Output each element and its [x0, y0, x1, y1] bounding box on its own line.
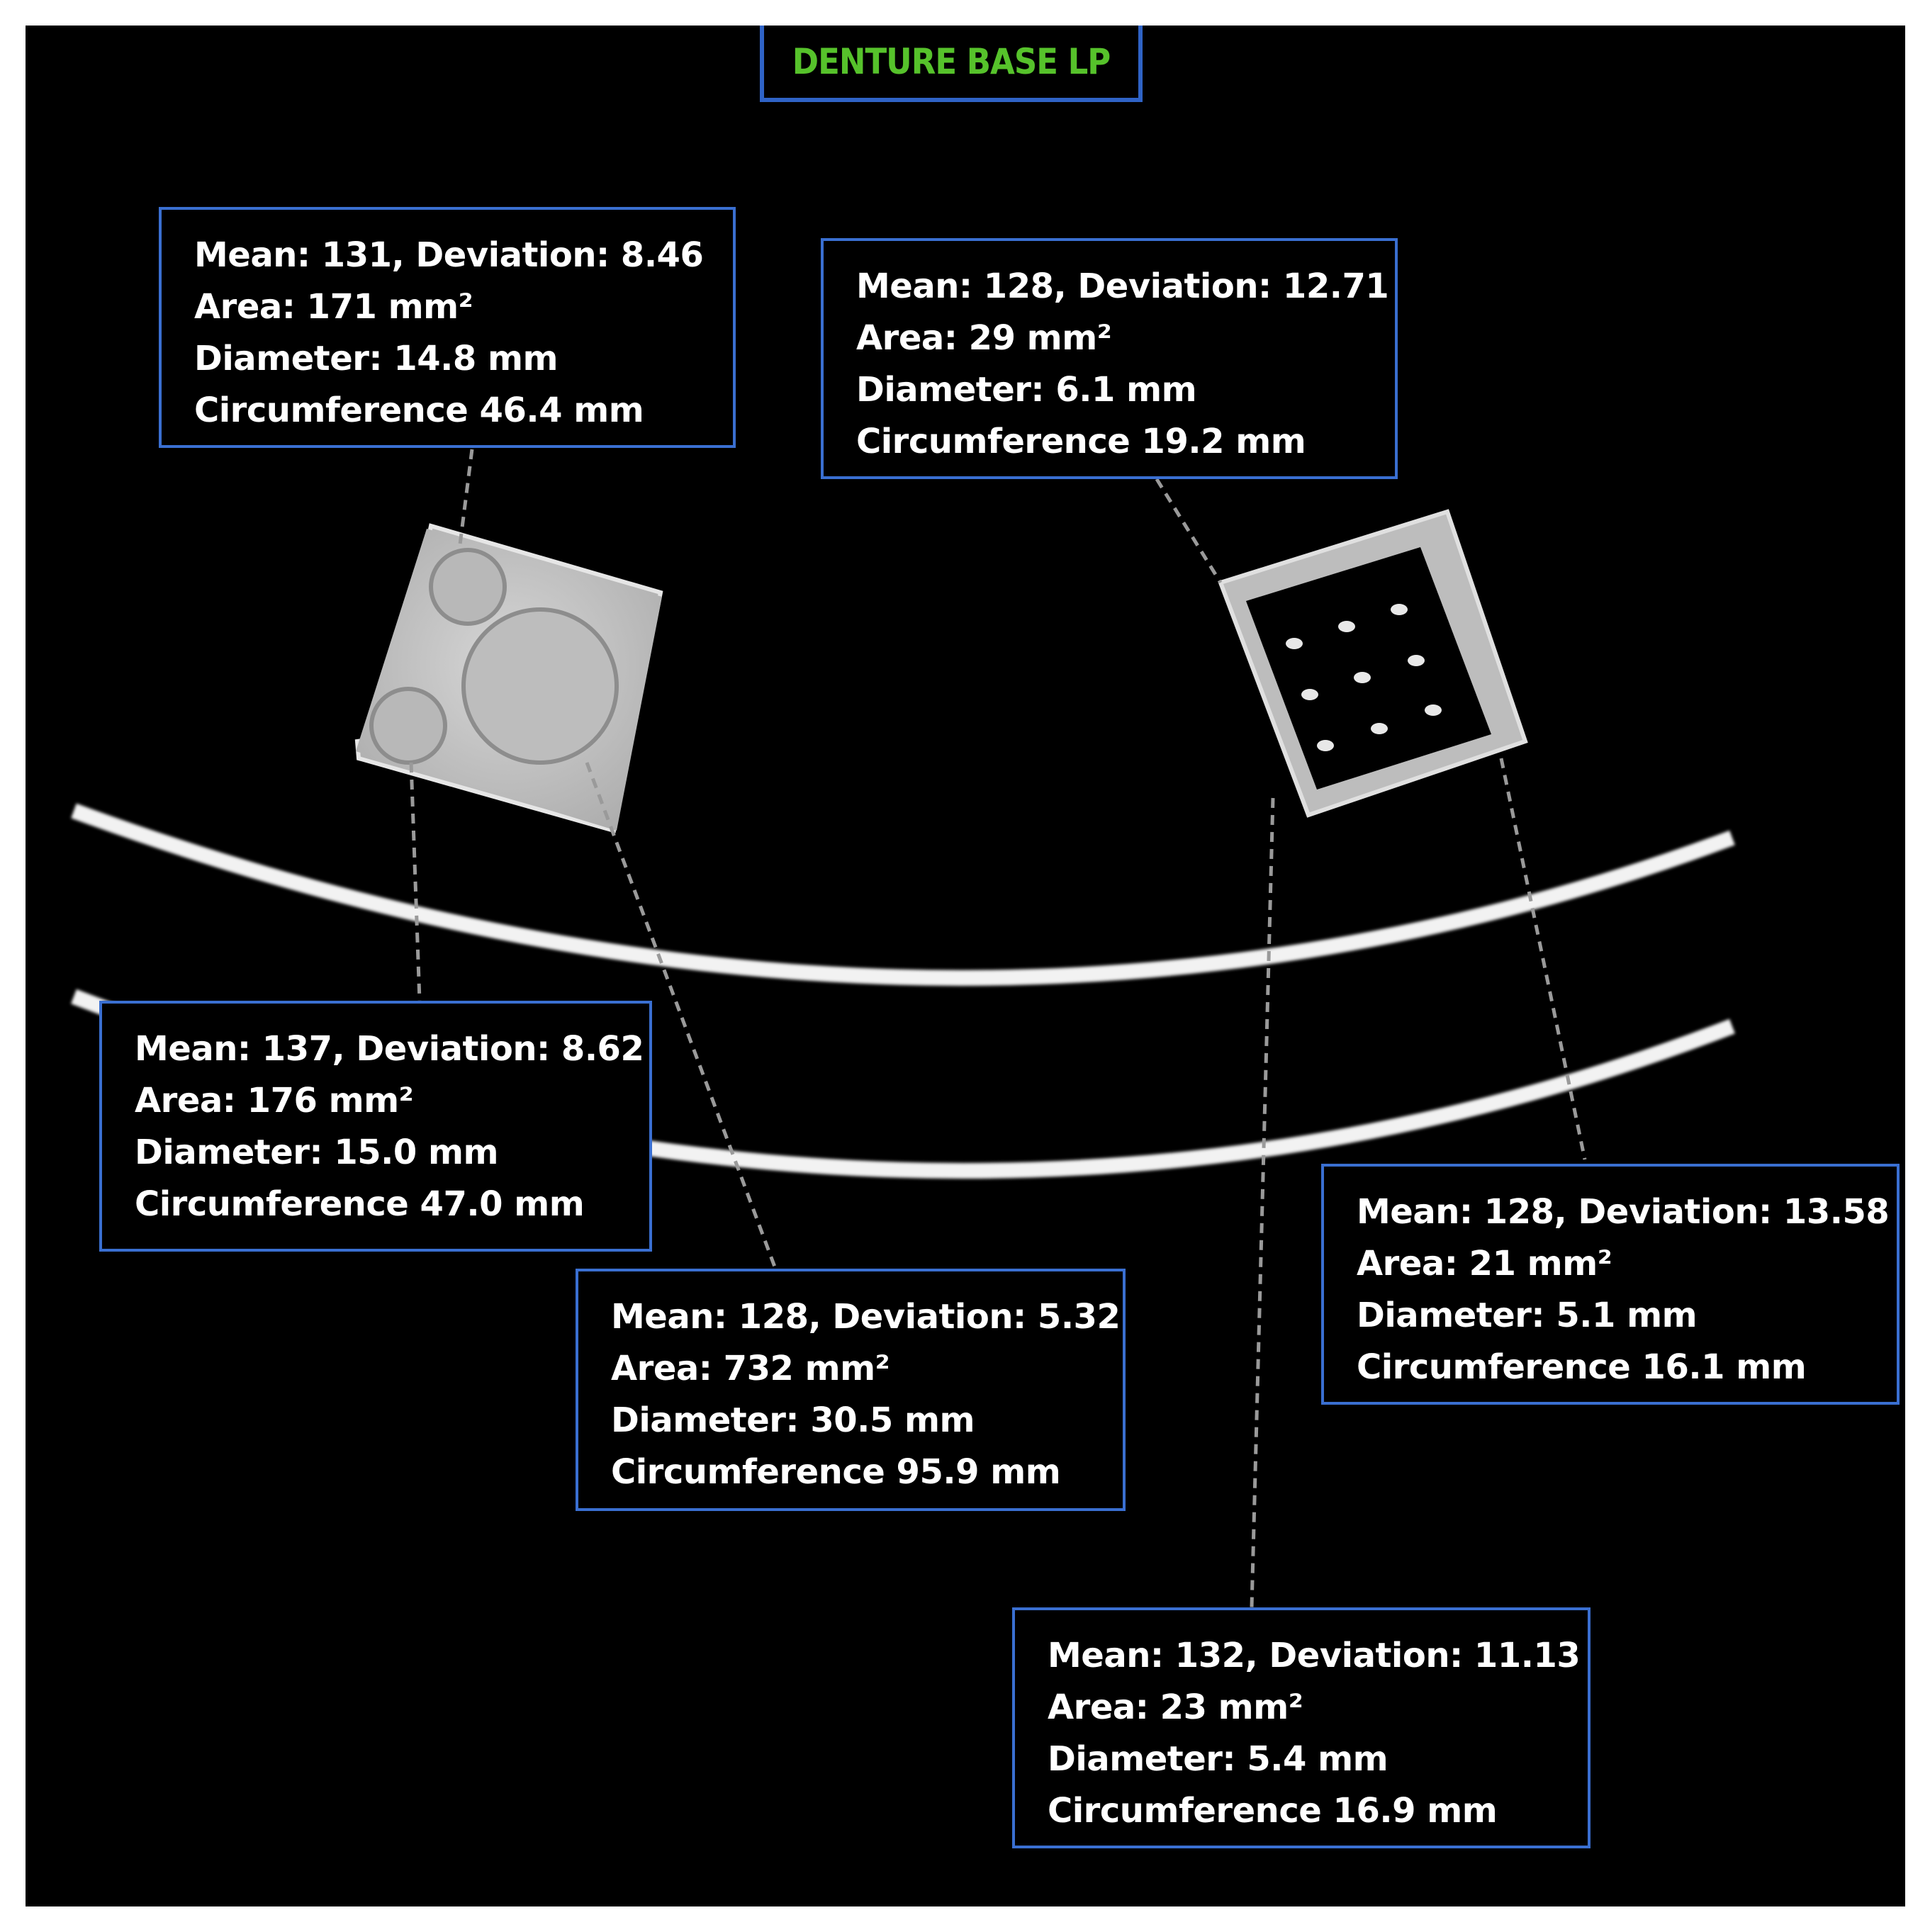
hole-grid	[1286, 604, 1442, 751]
mean-deviation: Mean: 128, Deviation: 12.71	[856, 266, 1389, 306]
area: Area: 29 mm²	[856, 318, 1112, 358]
circumference: Circumference 47.0 mm	[135, 1184, 585, 1224]
scan-title: DENTURE BASE LP	[792, 41, 1111, 82]
mean-deviation: Mean: 128, Deviation: 13.58	[1357, 1192, 1890, 1232]
roi-circle-small-top	[429, 548, 507, 626]
circumference: Circumference 16.1 mm	[1357, 1347, 1807, 1387]
diameter: Diameter: 30.5 mm	[611, 1400, 975, 1440]
leader-lines	[409, 449, 1587, 1608]
scan-graphics	[71, 449, 1735, 1608]
diameter: Diameter: 6.1 mm	[856, 370, 1197, 410]
mean-deviation: Mean: 137, Deviation: 8.62	[135, 1029, 644, 1069]
diameter: Diameter: 14.8 mm	[194, 339, 559, 378]
measurement-box-middle-left: Mean: 137, Deviation: 8.62 Area: 176 mm²…	[99, 1001, 652, 1252]
circumference: Circumference 19.2 mm	[856, 422, 1306, 461]
measurement-box-top-right: Mean: 128, Deviation: 12.71 Area: 29 mm²…	[821, 238, 1398, 479]
ct-scan-image: DENTURE BASE LP Mean: 131, Deviation: 8.…	[26, 26, 1905, 1906]
mean-deviation: Mean: 132, Deviation: 11.13	[1048, 1636, 1581, 1675]
diameter: Diameter: 5.4 mm	[1048, 1739, 1388, 1779]
title-box: DENTURE BASE LP	[760, 26, 1143, 102]
mean-deviation: Mean: 131, Deviation: 8.46	[194, 235, 704, 275]
area: Area: 21 mm²	[1357, 1244, 1612, 1284]
area: Area: 732 mm²	[611, 1349, 890, 1388]
area: Area: 171 mm²	[194, 287, 473, 327]
left-phantom-block	[354, 523, 663, 833]
measurement-box-bottom: Mean: 132, Deviation: 11.13 Area: 23 mm²…	[1012, 1607, 1590, 1848]
mean-deviation: Mean: 128, Deviation: 5.32	[611, 1297, 1121, 1337]
circumference: Circumference 95.9 mm	[611, 1452, 1061, 1492]
upper-arc-line	[71, 803, 1735, 986]
circumference: Circumference 46.4 mm	[194, 391, 644, 430]
roi-circle-large	[461, 607, 619, 765]
diameter: Diameter: 15.0 mm	[135, 1133, 499, 1172]
diameter: Diameter: 5.1 mm	[1357, 1296, 1698, 1335]
measurement-box-center: Mean: 128, Deviation: 5.32 Area: 732 mm²…	[576, 1269, 1126, 1511]
right-phantom-block	[1218, 509, 1528, 818]
circumference: Circumference 16.9 mm	[1048, 1791, 1498, 1831]
area: Area: 176 mm²	[135, 1081, 414, 1121]
roi-circle-small-bottom	[369, 687, 447, 765]
measurement-box-top-left: Mean: 131, Deviation: 8.46 Area: 171 mm²…	[159, 207, 736, 448]
measurement-box-right: Mean: 128, Deviation: 13.58 Area: 21 mm²…	[1321, 1164, 1900, 1405]
area: Area: 23 mm²	[1048, 1687, 1303, 1727]
